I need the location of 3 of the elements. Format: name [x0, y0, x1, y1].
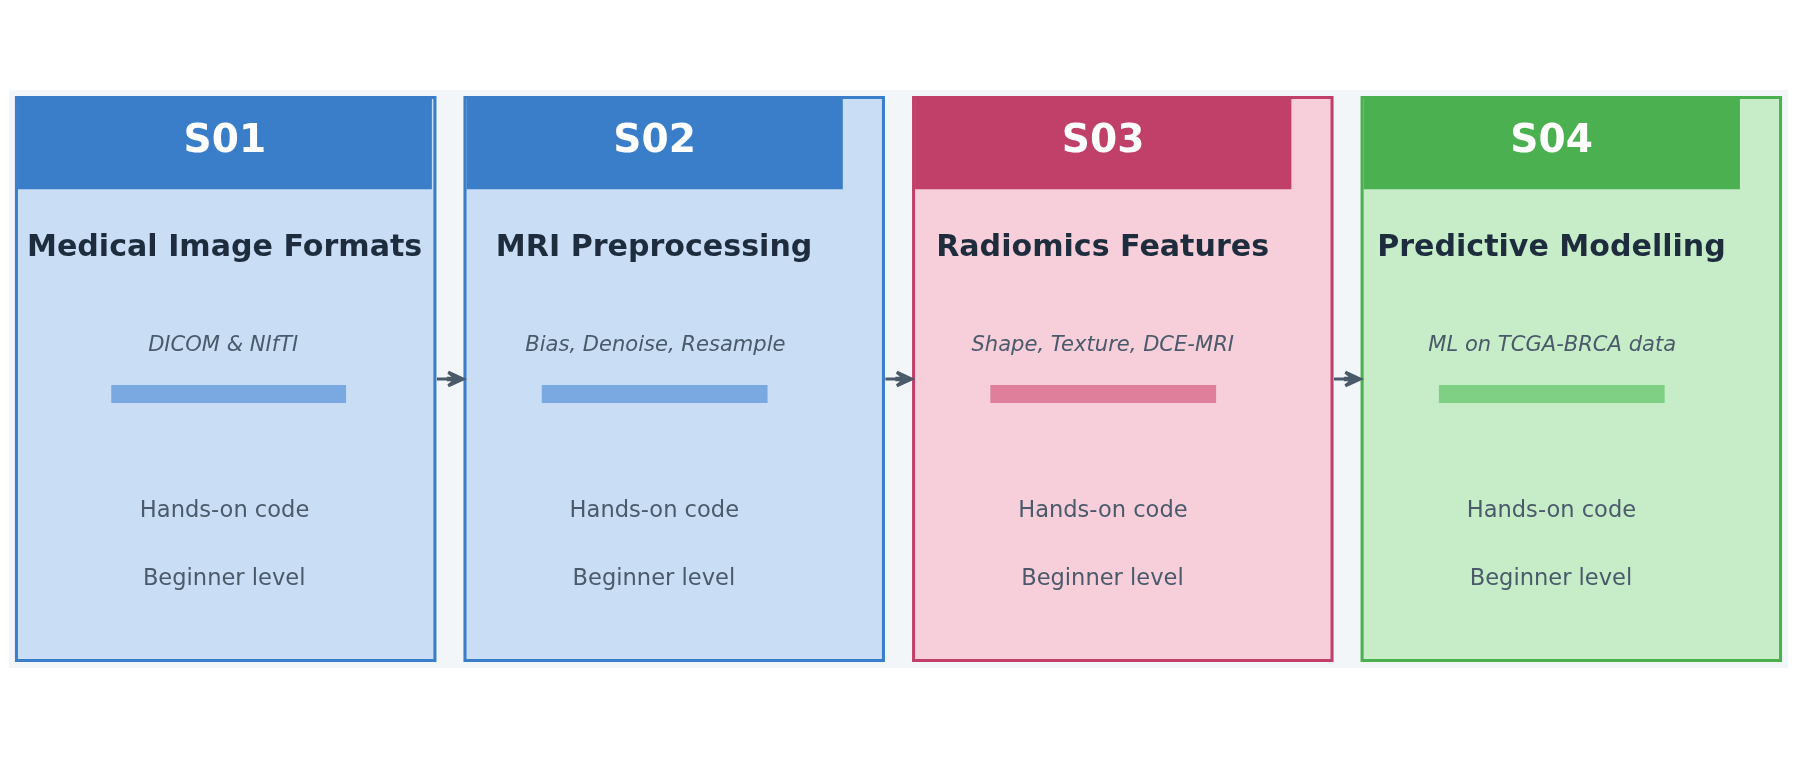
- arrow: [885, 370, 914, 388]
- arrow: [436, 370, 465, 388]
- arrow: [1334, 370, 1362, 388]
